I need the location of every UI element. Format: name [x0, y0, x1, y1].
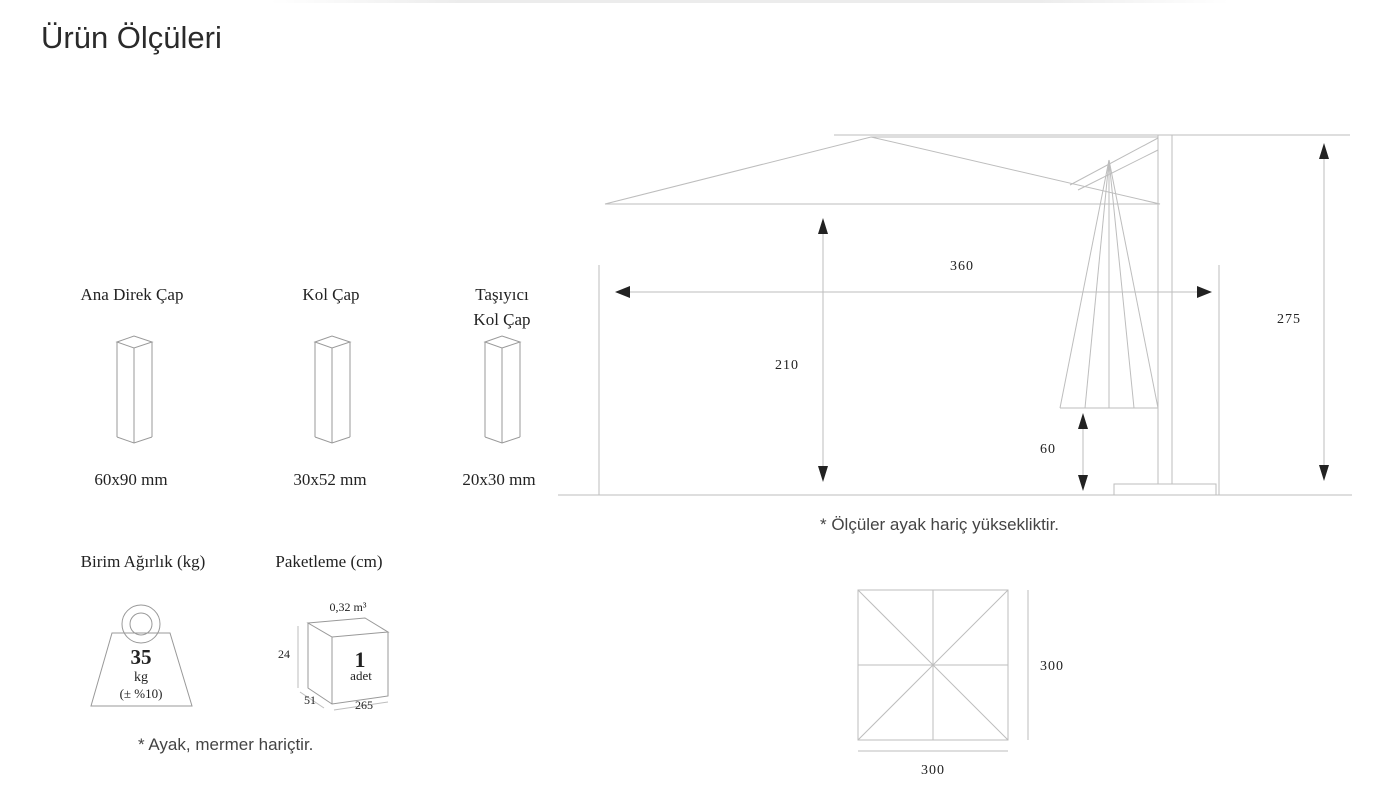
umbrella-top-view: 300 300 — [857, 589, 1064, 778]
package-count-unit: adet — [350, 668, 372, 683]
side-total-height-dim: 275 — [1277, 312, 1301, 327]
side-height-under-canopy-dim: 210 — [775, 358, 799, 373]
carrier-arm-profile-icon — [483, 335, 522, 444]
height-excludes-base-note: * Ölçüler ayak hariç yüksekliktir. — [820, 515, 1060, 534]
profile-bars — [115, 335, 522, 444]
top-divider — [270, 0, 1230, 3]
base-excluded-note: * Ayak, mermer hariçtir. — [138, 735, 314, 754]
profile-arm-label: Kol Çap — [302, 285, 360, 304]
umbrella-side-view: 360 210 60 275 — [558, 134, 1352, 496]
top-view-depth-dim: 300 — [1040, 659, 1064, 674]
weight-icon: 35 kg (± %10) — [90, 604, 193, 707]
arm-profile-icon — [313, 335, 352, 444]
package-width: 265 — [355, 698, 373, 712]
profile-arm-size: 30x52 mm — [293, 470, 367, 489]
profile-carrier-arm-size: 20x30 mm — [462, 470, 536, 489]
weight-title: Birim Ağırlık (kg) — [80, 552, 206, 571]
page-title: Ürün Ölçüleri — [41, 20, 222, 55]
weight-unit: kg — [134, 670, 148, 685]
main-pole-profile-icon — [115, 335, 154, 444]
weight-and-package-icons: 35 kg (± %10) 0,32 m³ 1 adet 24 51 265 — [90, 600, 390, 712]
profile-carrier-arm-label-line1: Taşıyıcı — [475, 285, 529, 304]
package-box-icon: 0,32 m³ 1 adet 24 51 265 — [278, 600, 390, 712]
profile-carrier-arm-label-line2: Kol Çap — [473, 310, 531, 329]
weight-tolerance: (± %10) — [120, 686, 163, 701]
profile-main-pole-size: 60x90 mm — [94, 470, 168, 489]
package-count: 1 — [355, 647, 366, 672]
packaging-title: Paketleme (cm) — [275, 552, 383, 571]
package-depth: 51 — [304, 693, 316, 707]
top-view-width-dim: 300 — [921, 763, 945, 778]
package-volume: 0,32 m³ — [330, 600, 367, 614]
weight-value: 35 — [131, 645, 152, 669]
profile-main-pole-label: Ana Direk Çap — [80, 285, 184, 304]
side-width-dim: 360 — [950, 259, 974, 274]
package-height: 24 — [278, 647, 290, 661]
side-bottom-clearance-dim: 60 — [1040, 442, 1056, 457]
